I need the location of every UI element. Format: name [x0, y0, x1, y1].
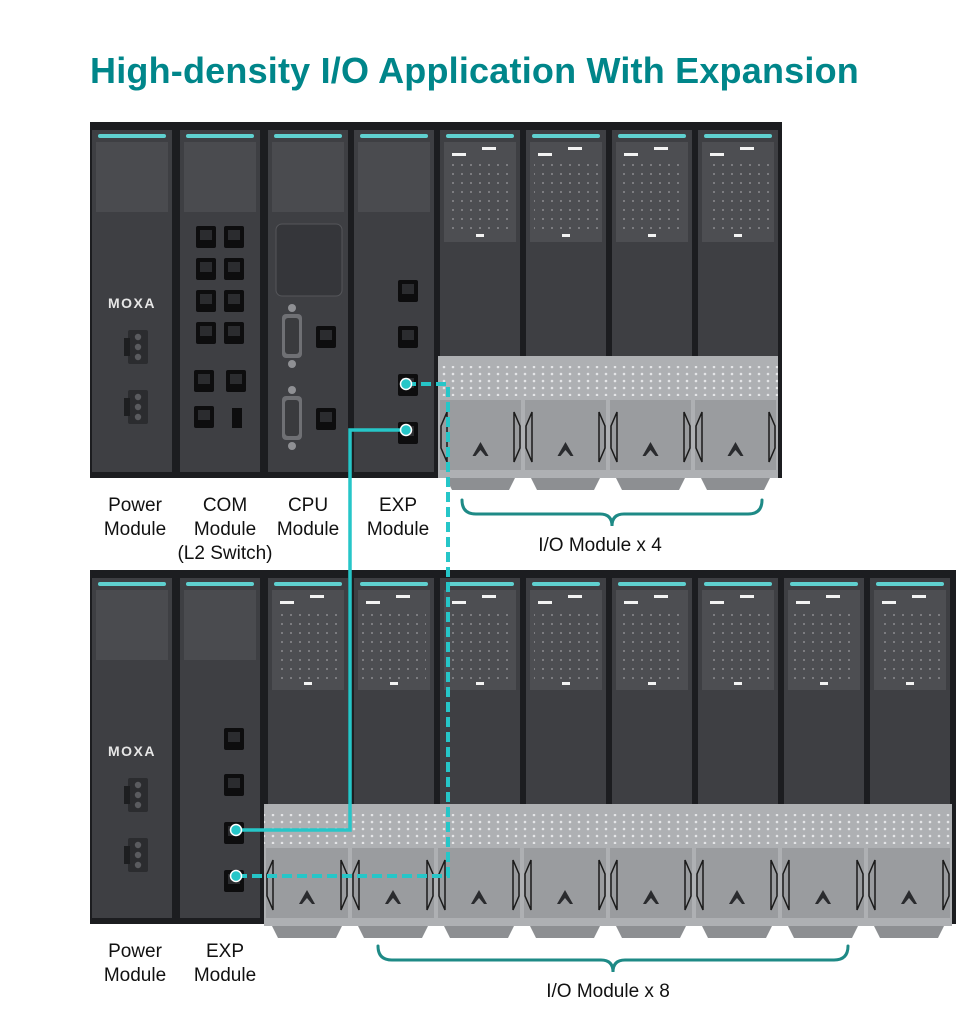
io-terminal-block — [608, 804, 694, 938]
label-cpu-module: CPU Module — [276, 495, 340, 540]
io-module — [870, 578, 950, 804]
label-power-module-1: Power Module — [103, 495, 167, 540]
label-com-module: COM Module (L2 Switch) — [177, 495, 273, 564]
rack-2: MOXA — [90, 570, 956, 938]
io-module — [526, 130, 606, 356]
io-terminal-block — [436, 804, 522, 938]
cpu-module — [268, 130, 348, 472]
io-terminal-block — [350, 804, 436, 938]
power-terminal-1 — [124, 778, 148, 812]
power-terminal-2 — [124, 390, 148, 424]
expansion-cables — [229, 377, 450, 883]
ethernet-port — [224, 226, 244, 248]
label-power-module-2: Power Module — [103, 941, 167, 986]
cable-endpoint — [229, 823, 243, 837]
expansion-cable-solid — [236, 428, 406, 832]
io-module — [354, 578, 434, 804]
io-terminal-block — [694, 804, 780, 938]
label-io-module-x8: I/O Module x 8 — [546, 981, 670, 1002]
label-exp-module-1: EXP Module — [366, 495, 430, 540]
io-terminal-block — [866, 804, 952, 938]
io-terminal-block — [780, 804, 866, 938]
ethernet-port — [196, 258, 216, 280]
ethernet-port — [196, 226, 216, 248]
ethernet-port — [316, 408, 336, 430]
exp-module — [354, 130, 434, 472]
exp-port — [398, 280, 418, 302]
io-module — [440, 578, 520, 804]
io-terminal-block — [693, 356, 778, 490]
rack-1: MOXA — [90, 122, 782, 490]
exp-port — [398, 326, 418, 348]
io-terminal-block — [523, 356, 608, 490]
sfp-port — [226, 370, 246, 392]
io-module — [440, 130, 520, 356]
io-module — [698, 130, 778, 356]
brace-io-x4 — [460, 498, 764, 527]
sfp-port — [194, 370, 214, 392]
cable-endpoint — [399, 377, 413, 391]
expansion-cable-dashed — [236, 382, 450, 878]
power-module: MOXA — [92, 578, 172, 918]
serial-port-1 — [282, 304, 302, 368]
power-terminal-1 — [124, 330, 148, 364]
io-module — [268, 578, 348, 804]
io-terminal-block — [522, 804, 608, 938]
io-module — [526, 578, 606, 804]
brace-io-x8 — [376, 944, 850, 973]
serial-port-2 — [282, 386, 302, 450]
io-module — [698, 578, 778, 804]
usb-port — [232, 408, 242, 428]
moxa-logo: MOXA — [108, 295, 156, 311]
label-exp-module-2: EXP Module — [193, 941, 257, 986]
sfp-port — [194, 406, 214, 428]
moxa-logo: MOXA — [108, 743, 156, 759]
page-title: High-density I/O Application With Expans… — [90, 50, 859, 91]
cable-endpoint — [229, 869, 243, 883]
ethernet-port — [224, 290, 244, 312]
label-io-module-x4: I/O Module x 4 — [538, 535, 662, 556]
io-module — [612, 130, 692, 356]
io-module — [612, 578, 692, 804]
io-terminal-block — [438, 356, 523, 490]
io-terminal-block — [608, 356, 693, 490]
ethernet-port — [316, 326, 336, 348]
ethernet-port — [196, 322, 216, 344]
module-braces — [376, 498, 850, 973]
io-terminal-block — [264, 804, 350, 938]
io-module — [784, 578, 864, 804]
power-terminal-2 — [124, 838, 148, 872]
exp-port — [224, 774, 244, 796]
power-module: MOXA — [92, 130, 172, 472]
exp-module — [180, 578, 260, 918]
com-module — [180, 130, 260, 472]
ethernet-port — [224, 258, 244, 280]
ethernet-port — [196, 290, 216, 312]
cable-endpoint — [399, 423, 413, 437]
ethernet-port — [224, 322, 244, 344]
exp-port — [224, 728, 244, 750]
